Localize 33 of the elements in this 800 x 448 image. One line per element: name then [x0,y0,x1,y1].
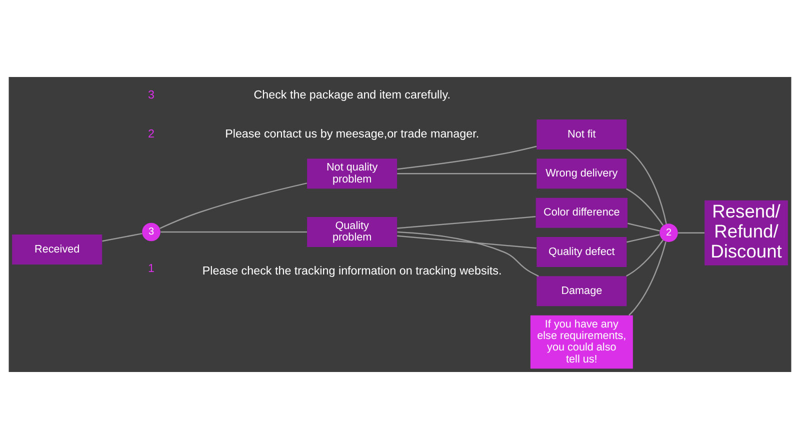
node-box: Wrong delivery [536,158,627,188]
node-circle: 2 [660,223,678,242]
connector [102,232,142,242]
connector [397,234,536,248]
label: Please check the tracking information on tracking websits. [202,264,502,277]
connector [397,145,537,170]
node-circle: 3 [142,222,160,241]
connector [626,188,664,226]
label: Please contact us by meesage,or trade manager. [225,127,480,140]
connector [678,232,704,233]
connector [397,230,539,276]
connector [626,234,660,242]
label: 1 [148,261,154,274]
node-box: Not fit [536,119,627,149]
node-box: Color difference [536,197,628,228]
node-box: Quality problem [307,216,398,246]
connector [160,182,308,228]
node-box: Damage [536,276,627,306]
connector [628,222,660,232]
node-box: Not quality problem [307,158,398,188]
label: Check the package and item carefully. [254,88,450,101]
node-box: Quality defect [536,236,627,266]
connector [160,230,307,232]
node-box: If you have any else requirements, you could also tell us! [530,314,633,368]
label: 2 [148,127,154,140]
connector [397,172,536,174]
node-box: Received [12,234,102,264]
connector [626,148,667,224]
connector [626,239,664,276]
node-box: Resend/ Refund/ Discount [704,200,788,265]
label: 3 [148,88,154,101]
connector [628,241,666,316]
connector [397,216,536,228]
